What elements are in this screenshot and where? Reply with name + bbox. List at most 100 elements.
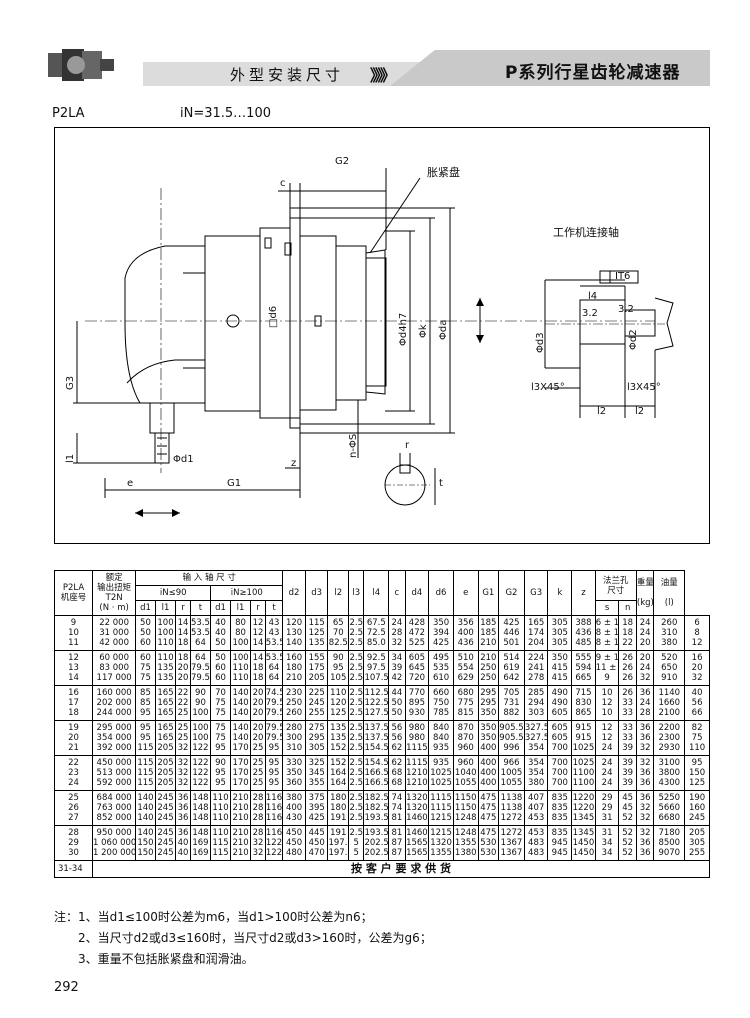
cell-value: 330: [285, 758, 303, 768]
cell-value: 64: [268, 673, 280, 683]
d4-label: Φd4h7: [398, 312, 409, 346]
dimension-drawing: G2 c 胀紧盘 G3 □d6 Φd4h7 Φk Φda l1 Φd1 z e …: [54, 127, 710, 544]
cell-value: 165: [528, 618, 545, 628]
cell-value: 33: [622, 733, 634, 743]
cell-value: 140: [137, 793, 154, 803]
cell-value: 407: [528, 803, 545, 813]
cell-value: 29: [601, 793, 613, 803]
cell-value: 122: [265, 848, 283, 858]
cell-value: 18: [252, 663, 264, 673]
cell-value: 39: [622, 758, 634, 768]
e-label: e: [127, 478, 134, 489]
cell-value: 90: [195, 688, 206, 698]
cell-value: 1660: [658, 698, 681, 708]
cell-value: 510: [457, 653, 474, 663]
cell-value: 945: [551, 838, 568, 848]
cell-value: 1138: [500, 803, 523, 813]
cell-value: 110: [212, 793, 229, 803]
cell-value: 480: [285, 848, 303, 858]
cell-value: 327.5: [524, 723, 548, 733]
cell-value: 245: [157, 828, 174, 838]
cell-value: 870: [457, 733, 474, 743]
cell-value: 204: [528, 638, 545, 648]
cell-value: 400: [480, 768, 497, 778]
cell-value: 135: [330, 733, 347, 743]
cell-value: 1320: [430, 838, 452, 848]
col-e-header: e: [452, 570, 479, 616]
cell-value: 28: [391, 628, 403, 638]
cell-value: 835: [551, 803, 568, 813]
cell-value: 79.5: [265, 723, 282, 733]
cell-value: 125: [688, 778, 706, 788]
cell-value: 2.5: [349, 743, 364, 753]
cell-value: 140: [232, 708, 249, 718]
cell-value: 350: [480, 708, 497, 718]
cell-value: 135: [157, 663, 174, 673]
cell-value: 31: [601, 813, 613, 823]
cell-value: 117 000: [96, 673, 132, 683]
cell-value: 14: [177, 628, 189, 638]
cell-value: 605: [408, 653, 426, 663]
cell-value: 25: [177, 733, 189, 743]
cell-value: 115: [137, 743, 154, 753]
cell-value: 20: [639, 638, 651, 648]
cell-value: 150: [137, 848, 154, 858]
cell-value: 85.0: [366, 638, 386, 648]
cell-value: 1345: [572, 813, 595, 823]
cell-value: 39: [622, 778, 634, 788]
cell-value: 182.5: [364, 793, 389, 803]
note-1: 注：1、当d1≤100时公差为m6，当d1>100时公差为n6；: [54, 910, 373, 924]
cell-value: 31: [601, 828, 613, 838]
cell-value: 74: [391, 803, 403, 813]
cell-value: 20: [252, 733, 264, 743]
cell-value: 325: [308, 758, 325, 768]
cell-value: 930: [408, 708, 426, 718]
cell-value: 210: [480, 638, 497, 648]
col-d6-header: d6: [428, 570, 454, 616]
cell-value: 28: [639, 708, 651, 718]
cell-value: 1248: [454, 828, 477, 838]
cell-value: 210: [232, 813, 249, 823]
d3-label: Φd3: [535, 332, 546, 353]
cell-value: 700: [551, 758, 568, 768]
cell-value: 354: [528, 743, 545, 753]
cell-value: 2.5: [349, 638, 364, 648]
cell-value: 107.5: [364, 673, 389, 683]
cell-value: 278: [528, 673, 545, 683]
cell-value: 2200: [658, 723, 681, 733]
cell-value: 250: [480, 663, 497, 673]
cell-value: 22 000: [99, 618, 129, 628]
cell-value: 65: [332, 618, 344, 628]
machine-shaft-label: 工作机连接轴: [553, 226, 619, 239]
cell-value: 1025: [430, 768, 452, 778]
cell-value: 1 200 000: [93, 848, 136, 858]
cell-value: 305: [551, 618, 568, 628]
cell-value: 750: [432, 698, 450, 708]
